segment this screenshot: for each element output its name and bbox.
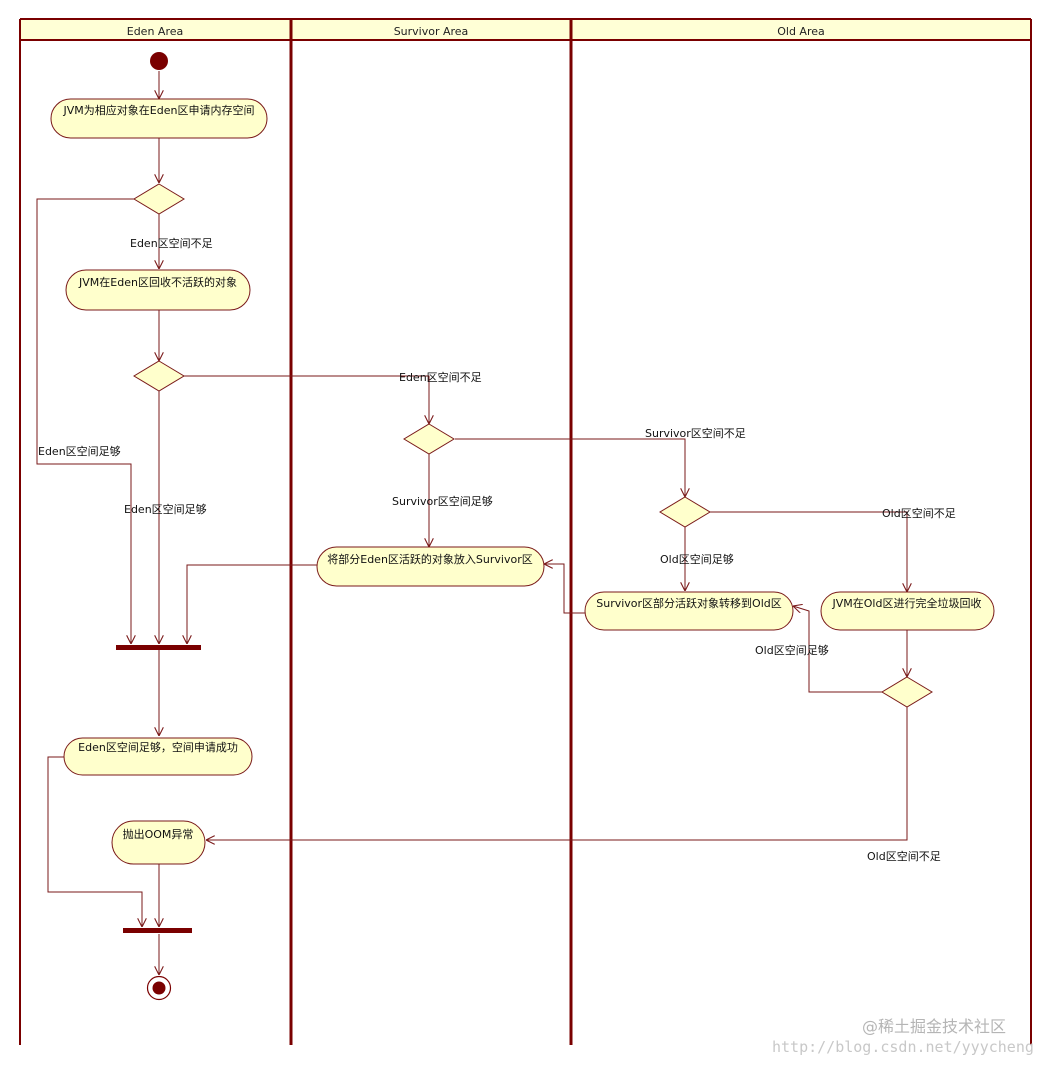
lane-header-survivor: Survivor Area (394, 25, 469, 38)
node-throw-oom: 抛出OOM异常 (111, 820, 206, 865)
lane-header-old: Old Area (777, 25, 825, 38)
node-move-to-survivor: 将部分Eden区活跃的对象放入Survivor区 (316, 546, 545, 587)
decision-old-space (659, 496, 711, 528)
start-node (150, 52, 168, 70)
edge-decision1-sufficient-to-join (36, 198, 136, 644)
decision-eden-space-2 (133, 360, 185, 392)
node-move-to-old: Survivor区部分活跃对象转移到Old区 (584, 591, 794, 631)
label-eden-insufficient-2: Eden区空间不足 (399, 370, 482, 384)
label-survivor-insufficient: Survivor区空间不足 (645, 426, 746, 440)
edge-move-old-to-move-survivor (544, 564, 585, 614)
decision-after-full-gc (881, 676, 933, 708)
node-move-to-survivor-label: 将部分Eden区活跃的对象放入Survivor区 (327, 552, 532, 566)
label-old-sufficient-2: Old区空间足够 (755, 643, 829, 657)
node-old-full-gc: JVM在Old区进行完全垃圾回收 (820, 591, 995, 631)
edge-survivor-decision-to-old-decision (455, 438, 685, 497)
edge-full-gc-decision-to-move-old (793, 606, 883, 693)
node-eden-request-label: JVM为相应对象在Eden区申请内存空间 (63, 103, 255, 117)
node-move-to-old-label: Survivor区部分活跃对象转移到Old区 (596, 596, 782, 610)
label-eden-sufficient-2: Eden区空间足够 (124, 502, 207, 516)
watermark-url: http://blog.csdn.net/yyycheng (772, 1038, 1034, 1056)
sync-bar-final (123, 928, 192, 933)
node-eden-success: Eden区空间足够，空间申请成功 (63, 737, 253, 776)
decision-eden-space-1 (133, 183, 185, 215)
node-eden-gc-label: JVM在Eden区回收不活跃的对象 (78, 275, 237, 289)
node-throw-oom-label: 抛出OOM异常 (123, 827, 194, 841)
edge-move-to-join (187, 564, 317, 644)
edges (36, 71, 908, 975)
watermark-brand: @稀土掘金技术社区 (862, 1017, 1006, 1036)
label-old-insufficient-1: Old区空间不足 (882, 506, 956, 520)
label-eden-insufficient-1: Eden区空间不足 (130, 236, 213, 250)
node-eden-gc: JVM在Eden区回收不活跃的对象 (65, 269, 251, 311)
lane-header-eden: Eden Area (127, 25, 183, 38)
node-eden-request: JVM为相应对象在Eden区申请内存空间 (50, 98, 268, 139)
node-old-full-gc-label: JVM在Old区进行完全垃圾回收 (832, 596, 982, 610)
lane-header-band (20, 20, 1031, 40)
swimlane-frame: Eden Area Survivor Area Old Area (19, 18, 1032, 1045)
watermark: @稀土掘金技术社区 http://blog.csdn.net/yyycheng (772, 1017, 1034, 1056)
edge-full-gc-decision-to-oom (206, 707, 908, 840)
label-eden-sufficient-1: Eden区空间足够 (38, 444, 121, 458)
node-eden-success-label: Eden区空间足够，空间申请成功 (78, 740, 238, 754)
edge-success-to-final-join (47, 756, 142, 927)
label-old-sufficient-1: Old区空间足够 (660, 552, 734, 566)
end-node (146, 975, 172, 1001)
edge-decision2-to-survivor-decision (183, 375, 429, 424)
label-survivor-sufficient: Survivor区空间足够 (392, 494, 493, 508)
edge-labels: Eden区空间不足 Eden区空间足够 Eden区空间不足 Eden区空间足够 … (38, 236, 956, 863)
decision-survivor-space (403, 423, 455, 455)
sync-bar-join (116, 645, 201, 650)
edge-old-decision-to-full-gc (709, 511, 907, 592)
label-old-insufficient-2: Old区空间不足 (867, 849, 941, 863)
